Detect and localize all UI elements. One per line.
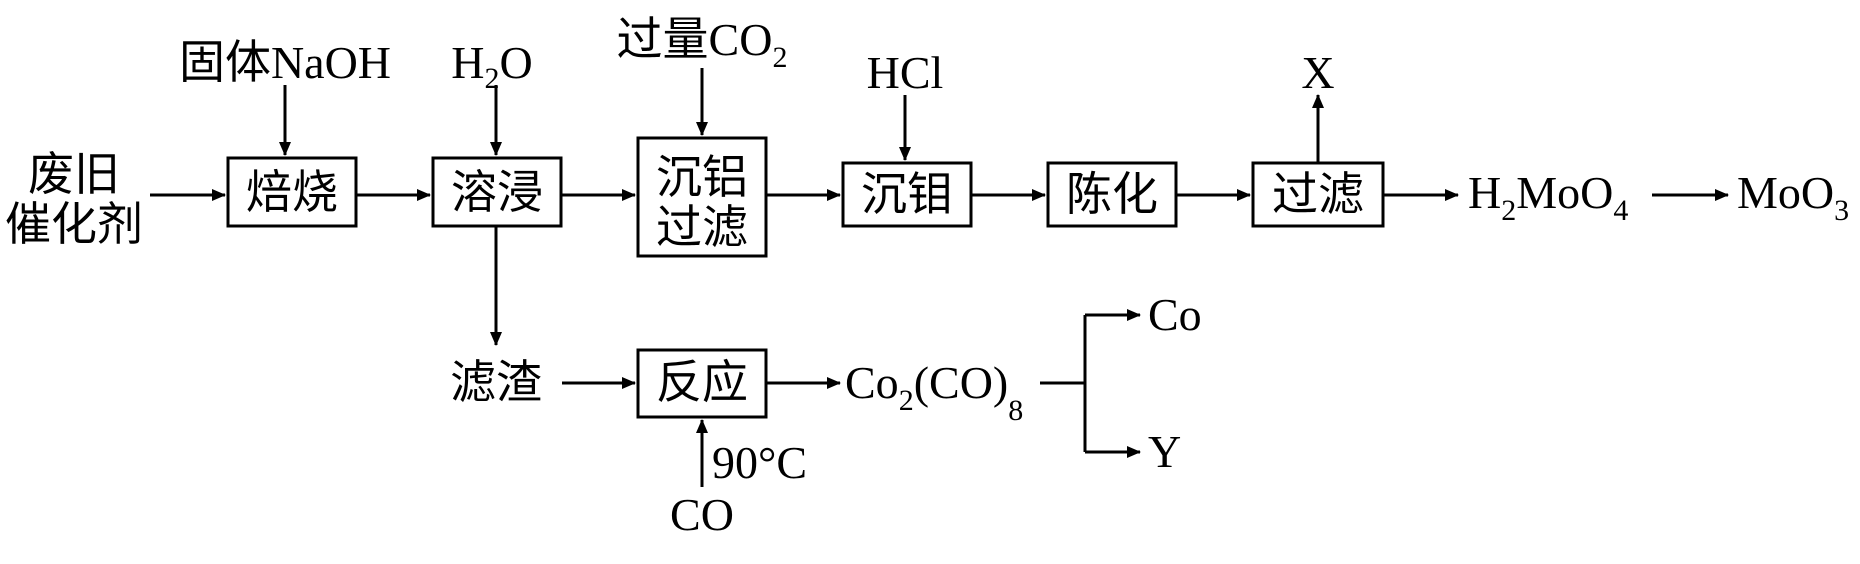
- mo-precip-step-label: 沉钼: [861, 169, 953, 220]
- solid-naoh-label: 固体NaOH: [179, 37, 391, 88]
- filter-step-label: 过滤: [1272, 169, 1364, 220]
- product-y-label: Y: [1148, 426, 1181, 477]
- al-filter-label-line1: 沉铝: [656, 152, 748, 203]
- aging-step-box: [1046, 161, 1178, 228]
- filter-step-box: [1251, 161, 1385, 228]
- al-filter-label-line2: 过滤: [656, 202, 748, 253]
- react-step-box: [636, 348, 768, 419]
- al-filter-step-box: [636, 136, 768, 258]
- cobalt-metal-label: Co: [1148, 289, 1202, 340]
- dicobalt-octacarbonyl-label: Co2(CO)8: [845, 357, 1023, 427]
- hcl-label: HCl: [867, 47, 944, 98]
- moo3-label: MoO3: [1737, 167, 1849, 227]
- roast-step-box: [226, 156, 358, 228]
- h2moo4-label: H2MoO4: [1468, 167, 1628, 227]
- water-label: H2O: [451, 37, 532, 95]
- react-step-label: 反应: [656, 357, 748, 408]
- leach-step-label: 溶浸: [451, 167, 543, 218]
- co-gas-label: CO: [670, 489, 734, 540]
- temperature-label: 90°C: [712, 437, 807, 488]
- roast-step-label: 焙烧: [246, 167, 338, 218]
- waste-catalyst-label-line2: 催化剂: [5, 199, 143, 250]
- product-x-label: X: [1301, 47, 1334, 98]
- aging-step-label: 陈化: [1066, 169, 1158, 220]
- mo-precip-step-box: [841, 161, 973, 228]
- filter-residue-label: 滤渣: [450, 357, 542, 408]
- excess-co2-label: 过量CO2: [617, 14, 788, 74]
- waste-catalyst-label-line1: 废旧: [28, 149, 120, 200]
